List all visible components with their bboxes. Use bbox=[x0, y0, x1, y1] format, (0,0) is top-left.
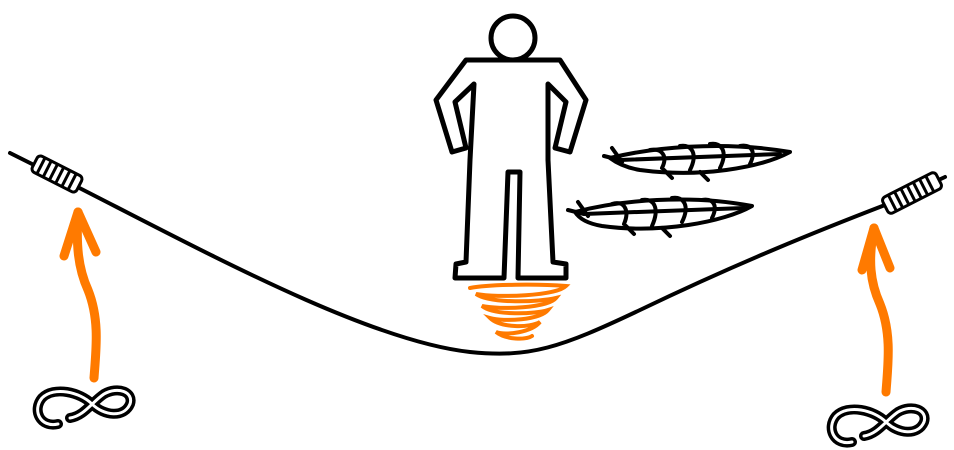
feather-icon bbox=[568, 198, 752, 236]
person-body bbox=[436, 60, 586, 278]
person-head bbox=[491, 16, 535, 60]
hook-icon bbox=[832, 408, 925, 442]
spring-coil-icon bbox=[470, 285, 566, 339]
rope-anchor-icon bbox=[31, 155, 84, 194]
arrow-up-icon bbox=[862, 228, 890, 392]
feather-icon bbox=[604, 144, 790, 180]
hook-icon bbox=[38, 390, 131, 424]
rope-anchor-icon bbox=[881, 171, 943, 214]
person-icon bbox=[436, 16, 586, 278]
arrow-up-icon bbox=[64, 212, 96, 378]
